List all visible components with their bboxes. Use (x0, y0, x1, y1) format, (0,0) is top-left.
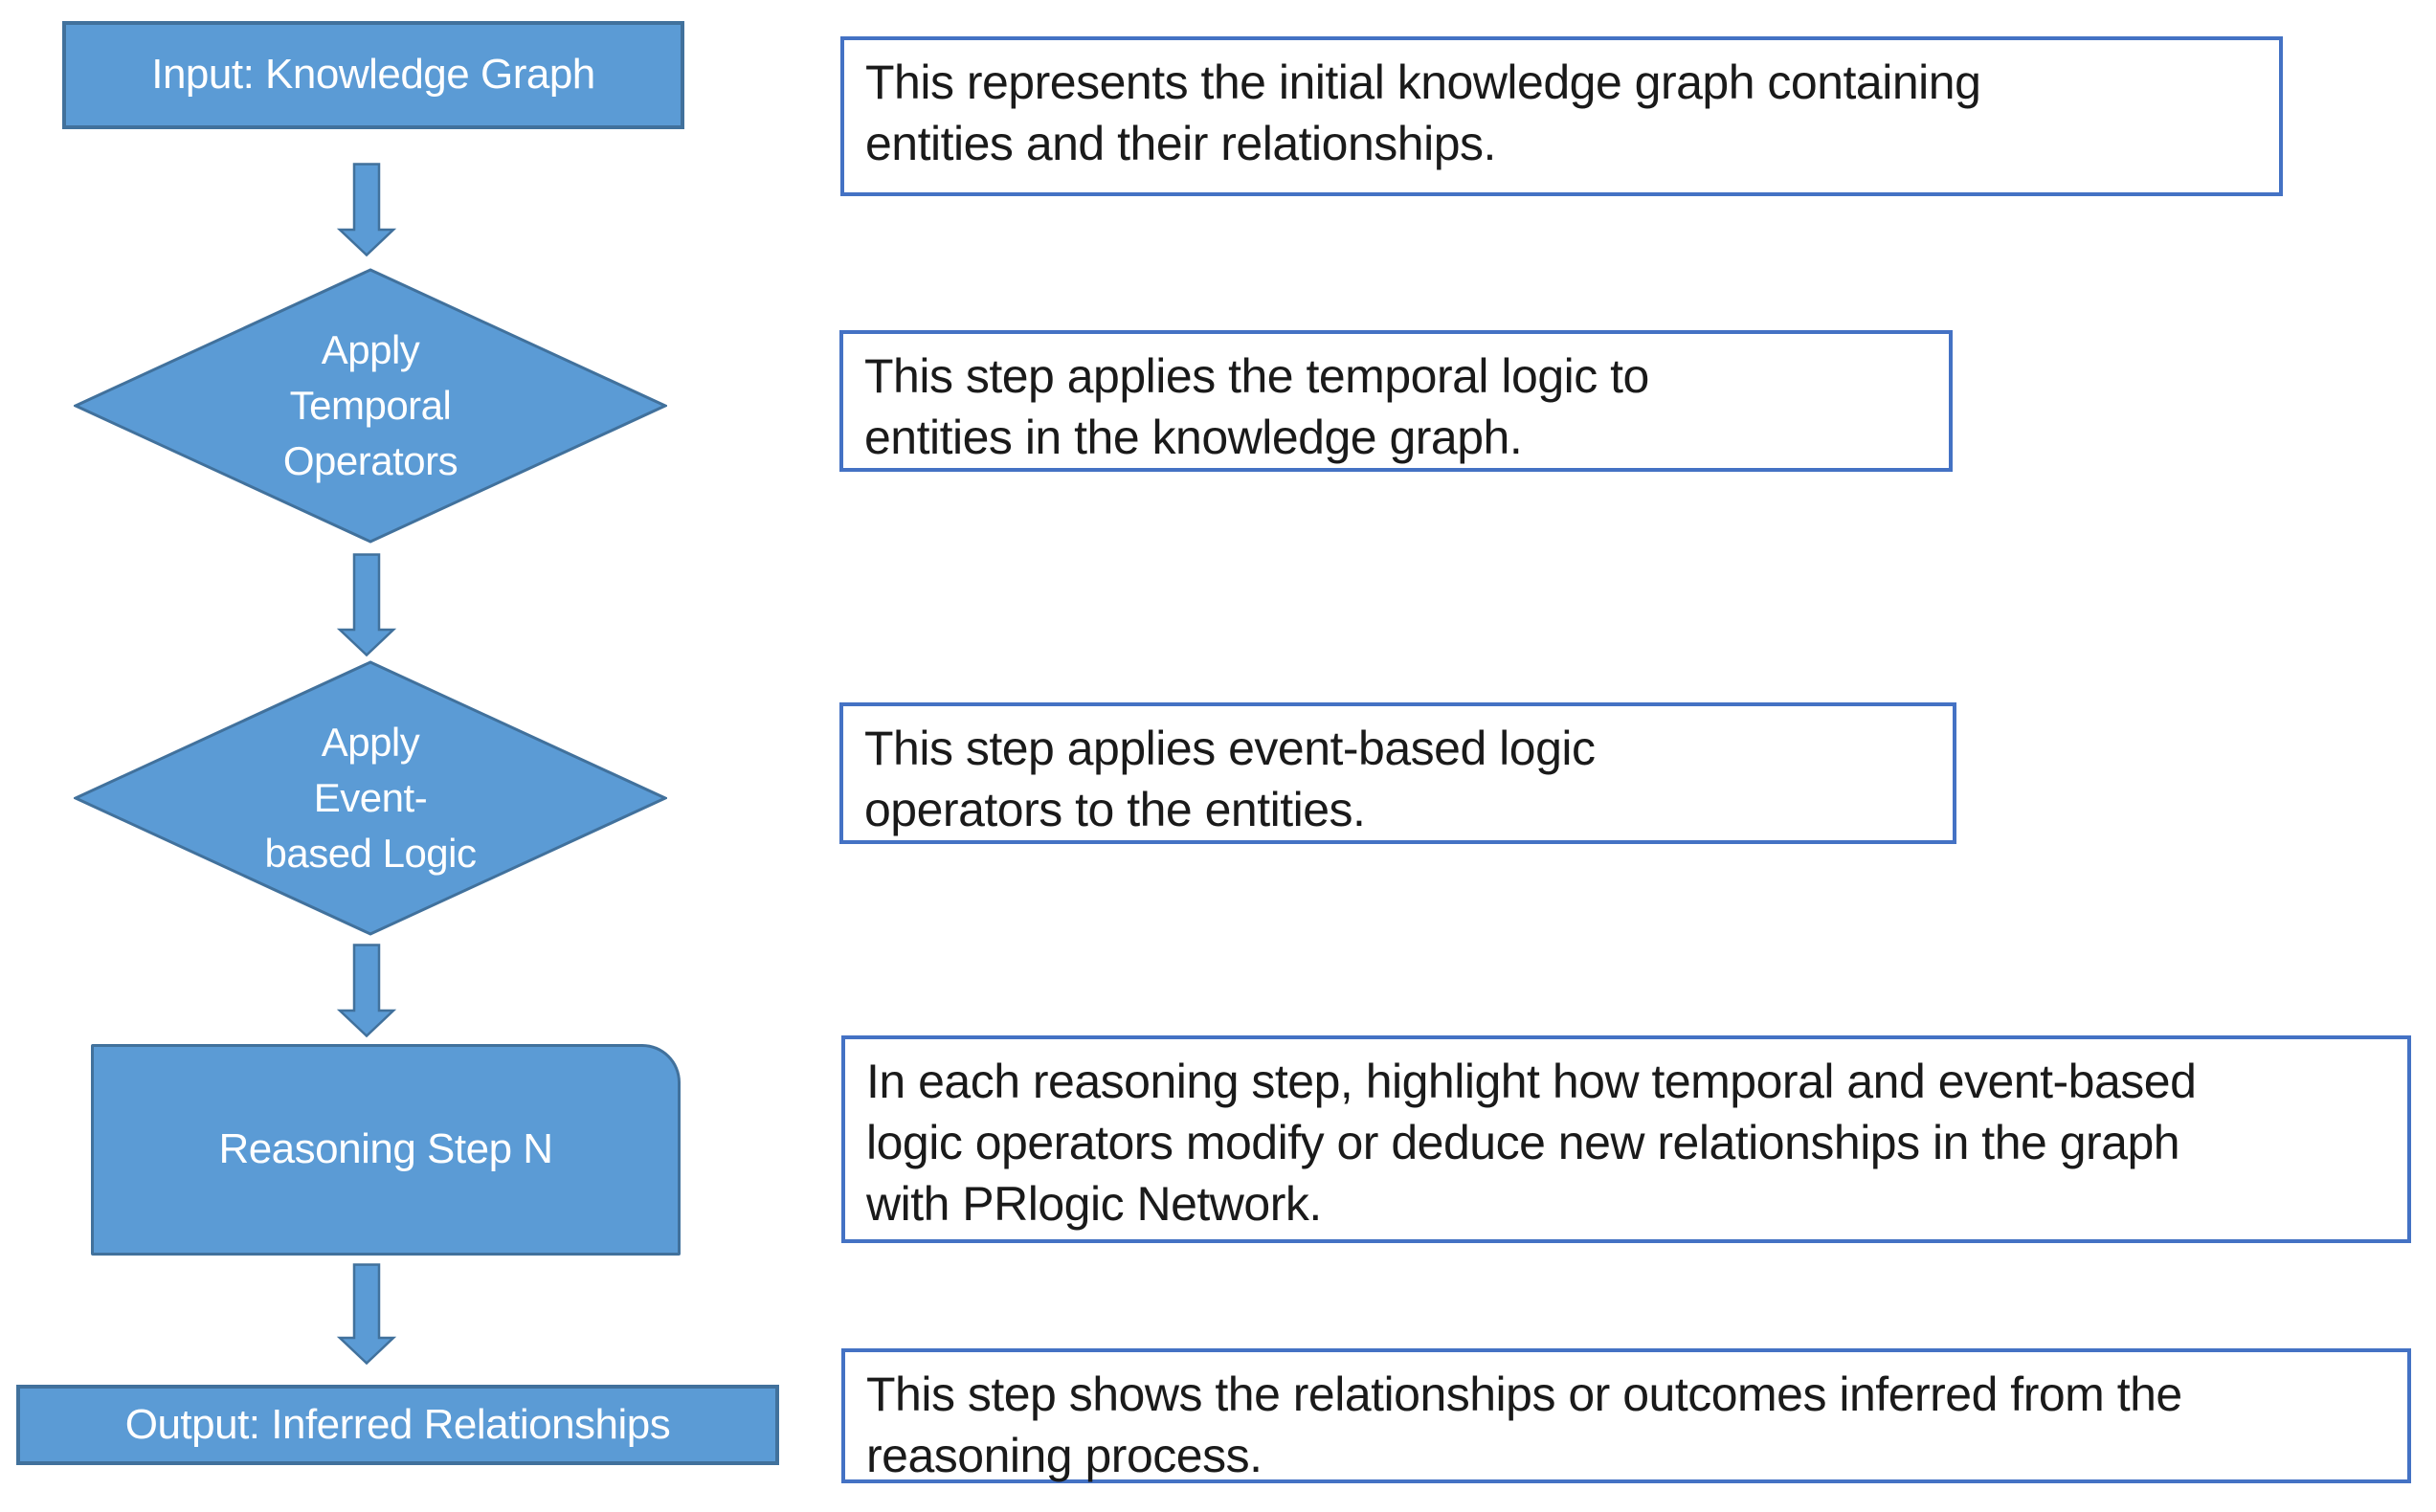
annotation-temporal-note: This step applies the temporal logic to … (839, 330, 1953, 472)
annotation-output-note: This step shows the relationships or out… (841, 1348, 2411, 1483)
node-reasoning-step: Reasoning Step N (91, 1044, 681, 1256)
down-arrow-icon (336, 944, 397, 1037)
annotation-input-note: This represents the initial knowledge gr… (840, 36, 2283, 196)
annotation-text: This step shows the relationships or out… (866, 1367, 2182, 1482)
node-input-knowledge-graph: Input: Knowledge Graph (62, 21, 684, 129)
node-output-inferred-relationships: Output: Inferred Relationships (16, 1385, 779, 1465)
node-label: Input: Knowledge Graph (151, 51, 595, 99)
diamond-shape-icon (74, 660, 667, 936)
down-arrow-icon (336, 553, 397, 656)
annotation-event-note: This step applies event-based logic oper… (839, 702, 1956, 844)
node-label: Apply Event- based Logic (264, 720, 477, 876)
down-arrow-icon (336, 163, 397, 256)
annotation-text: This step applies event-based logic oper… (864, 722, 1596, 836)
annotation-text: This step applies the temporal logic to … (864, 349, 1649, 464)
annotation-text: In each reasoning step, highlight how te… (866, 1055, 2197, 1231)
node-label: Apply Temporal Operators (282, 327, 458, 483)
node-label: Output: Inferred Relationships (124, 1400, 671, 1448)
down-arrow-icon (336, 1263, 397, 1365)
node-apply-temporal-operators: Apply Temporal Operators (74, 268, 667, 544)
node-apply-event-based-logic: Apply Event- based Logic (74, 660, 667, 936)
annotation-text: This represents the initial knowledge gr… (865, 56, 1981, 170)
annotation-reasoning-note: In each reasoning step, highlight how te… (841, 1035, 2411, 1243)
diamond-shape-icon (74, 268, 667, 544)
node-label: Reasoning Step N (218, 1125, 553, 1173)
